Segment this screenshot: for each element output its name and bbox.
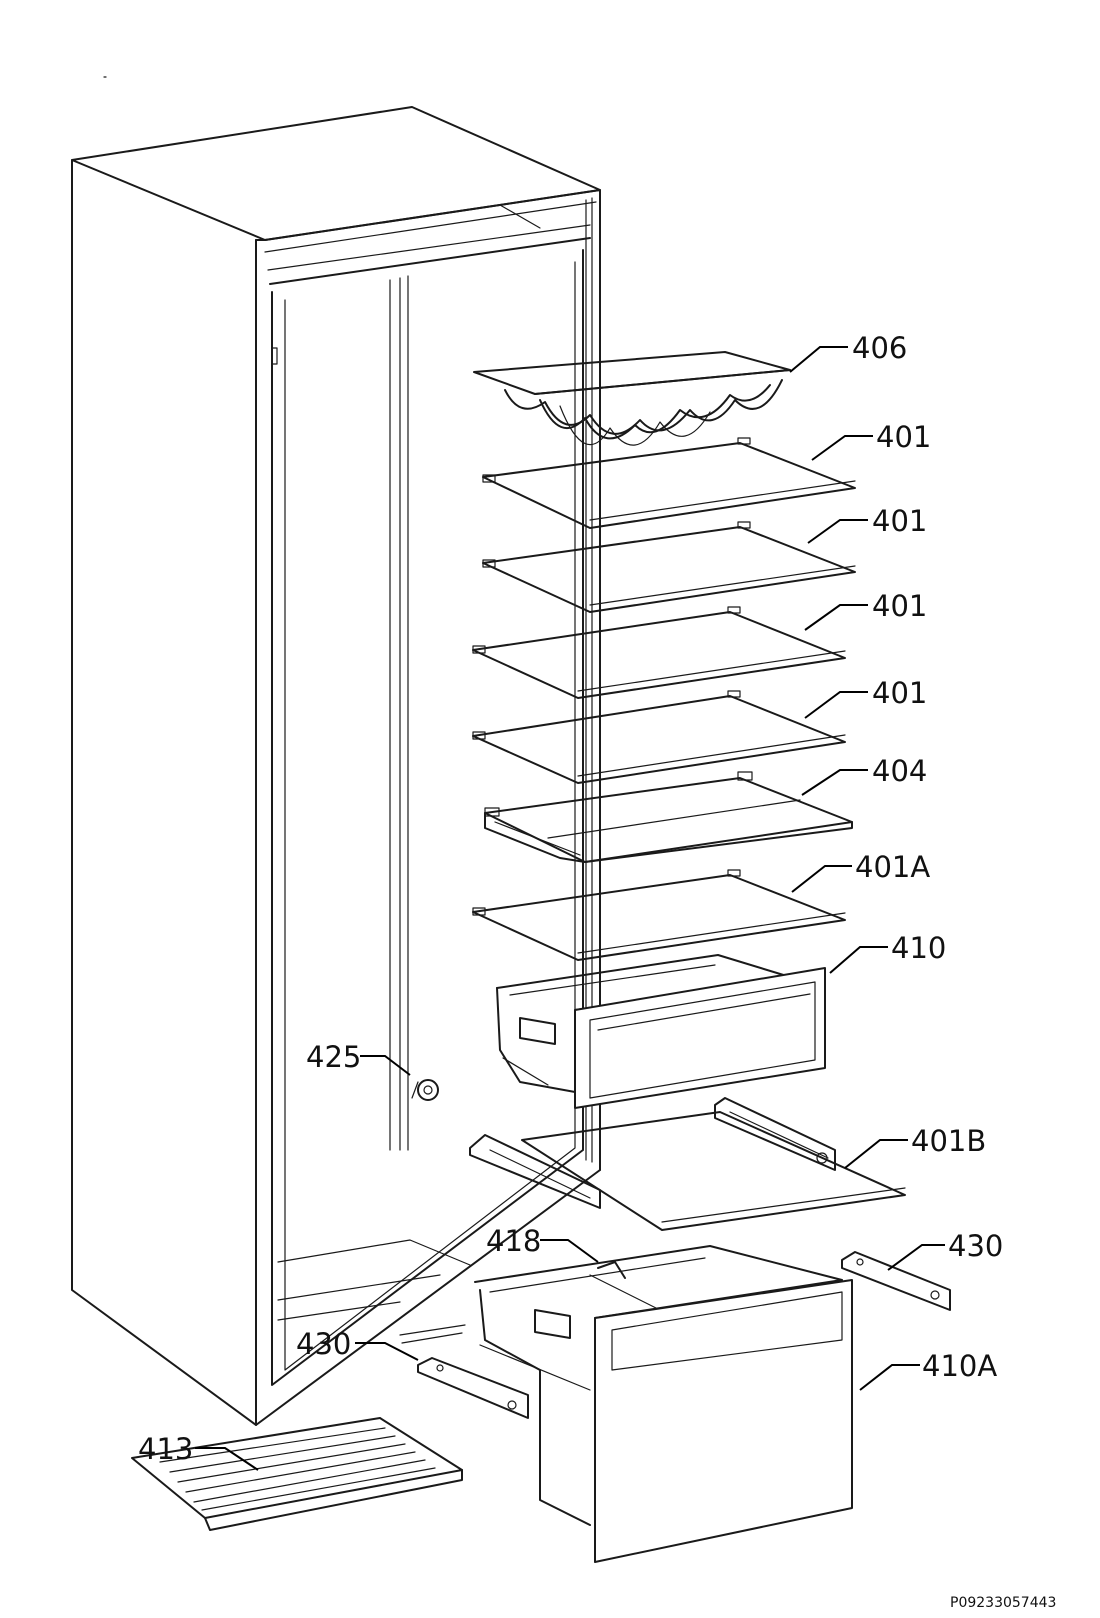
shelf-401B [469, 1097, 906, 1231]
label-413: 413 [138, 1432, 193, 1466]
label-401A: 401A [855, 850, 930, 884]
label-401B: 401B [911, 1124, 986, 1158]
bottom-grate-413 [131, 1417, 463, 1531]
drawer-410A [474, 1245, 853, 1563]
label-404: 404 [872, 754, 927, 788]
fridge-cabinet [71, 76, 601, 1426]
label-401-4: 401 [872, 676, 927, 710]
label-425: 425 [306, 1040, 361, 1074]
label-430-left: 430 [296, 1327, 351, 1361]
wine-rack-406 [473, 351, 791, 446]
reference-code: P09233057443 [950, 1595, 1056, 1611]
glass-shelf-401-4 [472, 690, 846, 784]
glass-shelf-401-1 [482, 437, 856, 529]
glass-shelf-401-3 [472, 606, 846, 699]
label-430-right: 430 [948, 1229, 1003, 1263]
glass-shelf-401-2 [482, 521, 856, 613]
light-knob-425 [411, 1079, 439, 1101]
drawer-410 [496, 954, 826, 1109]
label-418: 418 [486, 1224, 541, 1258]
glass-shelf-401A [472, 869, 846, 961]
label-406: 406 [852, 331, 907, 365]
rail-430-left [417, 1357, 529, 1419]
leader-lines [195, 346, 945, 1471]
rail-430-right [841, 1251, 951, 1311]
label-410A: 410A [922, 1349, 997, 1383]
label-401-2: 401 [872, 504, 927, 538]
label-401-3: 401 [872, 589, 927, 623]
divider-418 [589, 1261, 661, 1311]
framed-shelf-404 [484, 771, 853, 863]
label-410: 410 [891, 931, 946, 965]
label-401-1: 401 [876, 420, 931, 454]
